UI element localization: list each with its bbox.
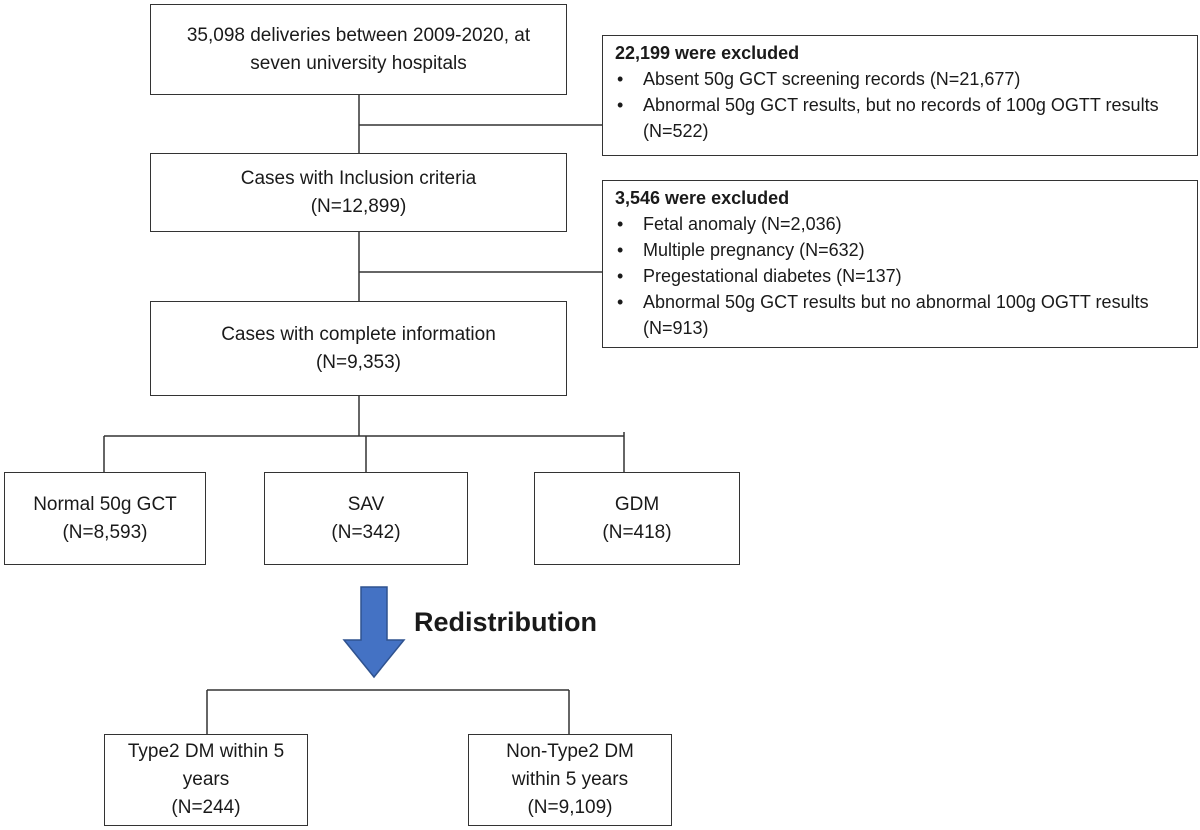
exclusion-item: • Abnormal 50g GCT results but no abnorm… (615, 289, 1187, 341)
gdm-count: (N=418) (602, 521, 672, 543)
exclusion-item-text: Fetal anomaly (N=2,036) (643, 214, 842, 234)
redistribution-arrow-icon (342, 586, 406, 679)
inclusion-line1: Cases with Inclusion criteria (240, 167, 477, 189)
complete-line2: (N=9,353) (315, 351, 401, 373)
exclusion-item-text: Abnormal 50g GCT results, but no records… (643, 95, 1159, 141)
bullet-icon: • (617, 69, 624, 89)
gdm-box: GDM (N=418) (534, 472, 740, 565)
bullet-icon: • (617, 266, 624, 286)
sav-box: SAV (N=342) (264, 472, 468, 565)
exclusion-item-text: Abnormal 50g GCT results but no abnormal… (643, 292, 1149, 338)
sav-label: SAV (347, 493, 385, 515)
normal-gct-label: Normal 50g GCT (33, 493, 177, 515)
exclusion-item: • Pregestational diabetes (N=137) (615, 263, 1187, 289)
first-exclusion-title: 22,199 were excluded (615, 43, 800, 63)
exclusion-item-text: Absent 50g GCT screening records (N=21,6… (643, 69, 1021, 89)
first-exclusion-box: 22,199 were excluded • Absent 50g GCT sc… (602, 35, 1198, 156)
bullet-icon: • (617, 292, 624, 312)
normal-gct-box: Normal 50g GCT (N=8,593) (4, 472, 206, 565)
inclusion-line2: (N=12,899) (310, 195, 407, 217)
normal-gct-count: (N=8,593) (62, 521, 148, 543)
complete-info-box: Cases with complete information (N=9,353… (150, 301, 567, 396)
type2dm-line1: Type2 DM within 5 (127, 741, 285, 762)
sav-count: (N=342) (331, 521, 401, 543)
second-exclusion-box: 3,546 were excluded • Fetal anomaly (N=2… (602, 180, 1198, 348)
second-exclusion-title: 3,546 were excluded (615, 188, 790, 208)
gdm-label: GDM (614, 493, 660, 515)
second-exclusion-list: • Fetal anomaly (N=2,036) • Multiple pre… (615, 211, 1187, 341)
non-type2dm-line1: Non-Type2 DM (506, 741, 634, 762)
deliveries-line2: seven university hospitals (250, 52, 467, 74)
type2dm-box: Type2 DM within 5 years (N=244) (104, 734, 308, 826)
bullet-icon: • (617, 240, 624, 260)
non-type2dm-count: (N=9,109) (527, 797, 613, 818)
complete-line1: Cases with complete information (221, 323, 496, 345)
exclusion-item: • Absent 50g GCT screening records (N=21… (615, 66, 1187, 92)
inclusion-box: Cases with Inclusion criteria (N=12,899) (150, 153, 567, 232)
type2dm-count: (N=244) (171, 797, 241, 818)
redistribution-label: Redistribution (414, 607, 597, 637)
first-exclusion-list: • Absent 50g GCT screening records (N=21… (615, 66, 1187, 144)
non-type2dm-line2: within 5 years (511, 769, 629, 790)
type2dm-line2: years (182, 769, 230, 790)
non-type2dm-box: Non-Type2 DM within 5 years (N=9,109) (468, 734, 672, 826)
exclusion-item: • Multiple pregnancy (N=632) (615, 237, 1187, 263)
bullet-icon: • (617, 214, 624, 234)
bullet-icon: • (617, 95, 624, 115)
exclusion-item: • Abnormal 50g GCT results, but no recor… (615, 92, 1187, 144)
exclusion-item: • Fetal anomaly (N=2,036) (615, 211, 1187, 237)
exclusion-item-text: Pregestational diabetes (N=137) (643, 266, 902, 286)
deliveries-box: 35,098 deliveries between 2009-2020, at … (150, 4, 567, 95)
exclusion-item-text: Multiple pregnancy (N=632) (643, 240, 865, 260)
deliveries-line1: 35,098 deliveries between 2009-2020, at (186, 24, 531, 46)
